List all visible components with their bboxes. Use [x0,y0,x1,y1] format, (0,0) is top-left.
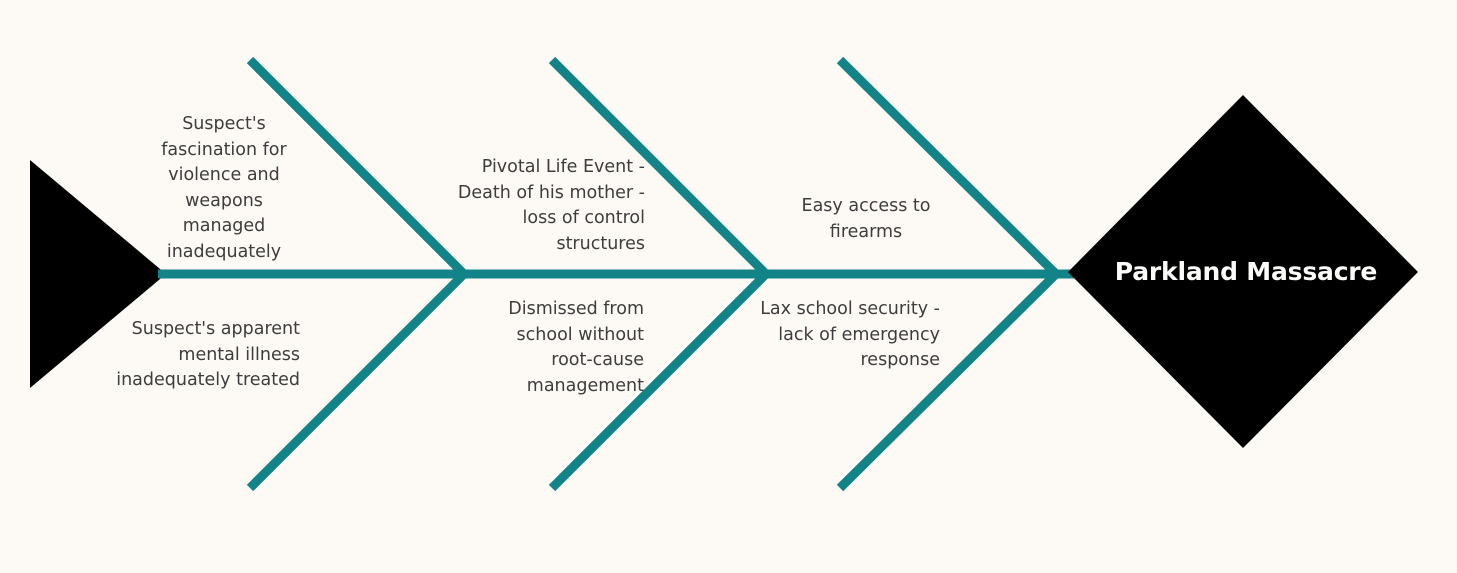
fish-head-shape [1068,95,1418,448]
bone-lower-1 [246,270,468,492]
fish-tail-shape [30,160,166,388]
effect-label: Parkland Massacre [1114,257,1378,286]
cause-label-lower-1: Suspect's apparent mental illness inadeq… [116,319,300,391]
bone-lower-3 [836,270,1060,492]
bone-upper-1 [246,56,468,278]
bone-upper-3 [836,56,1060,278]
bone-upper-2 [548,56,770,278]
bone-lower-2 [548,270,770,492]
cause-label-lower-2: Dismissed from school without root-cause… [508,299,644,396]
cause-label-upper-2: Pivotal Life Event - Death of his mother… [457,157,645,254]
cause-label-upper-1: Suspect's fascination for violence and w… [161,114,287,262]
cause-label-lower-3: Lax school security - lack of emergency … [760,299,940,371]
cause-label-upper-3: Easy access to firearms [801,196,931,242]
